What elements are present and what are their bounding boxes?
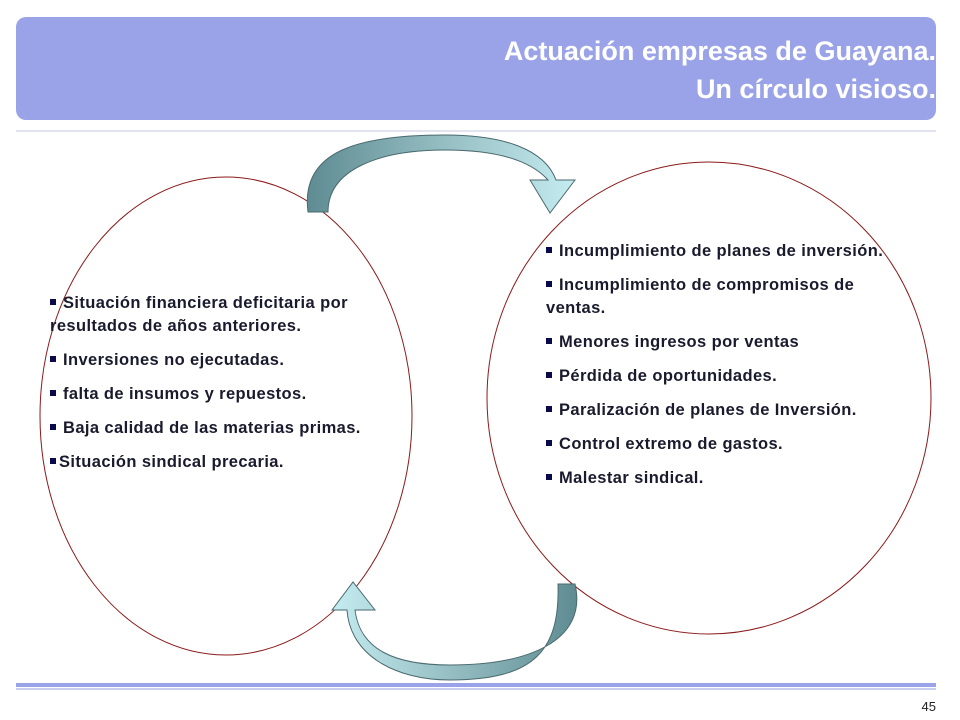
list-item: falta de insumos y repuestos. <box>50 383 385 406</box>
bottom-cycle-arrow <box>331 581 578 681</box>
square-bullet-icon <box>546 473 552 480</box>
page-number: 45 <box>921 699 936 714</box>
left-circle-list: Situación financiera deficitaria por res… <box>50 292 385 485</box>
square-bullet-icon <box>546 405 552 412</box>
square-bullet-icon <box>50 298 56 305</box>
list-item: Inversiones no ejecutadas. <box>50 349 385 372</box>
slide-title-line-2: Un círculo visioso. <box>695 74 936 104</box>
square-bullet-icon <box>546 371 552 378</box>
top-cycle-arrow <box>306 134 577 214</box>
list-item: Malestar sindical. <box>546 467 906 490</box>
list-item: Control extremo de gastos. <box>546 433 906 456</box>
square-bullet-icon <box>50 423 56 430</box>
left-ellipse <box>39 176 413 656</box>
right-circle-list: Incumplimiento de planes de inversión. I… <box>546 240 906 501</box>
slide-title-line-1: Actuación empresas de Guayana. <box>503 36 936 66</box>
footer-bar <box>16 683 936 687</box>
square-bullet-icon <box>50 457 56 464</box>
list-item: Incumplimiento de planes de inversión. <box>546 240 906 263</box>
title-bar <box>16 17 936 120</box>
square-bullet-icon <box>546 246 552 253</box>
footer-bar-shadow <box>16 688 936 690</box>
square-bullet-icon <box>546 280 552 287</box>
list-item: Situación financiera deficitaria por res… <box>50 294 348 335</box>
square-bullet-icon <box>546 439 552 446</box>
list-item: Incumplimiento de compromisos de ventas. <box>546 276 855 317</box>
title-divider <box>16 130 936 132</box>
right-ellipse <box>486 161 932 635</box>
square-bullet-icon <box>546 337 552 344</box>
square-bullet-icon <box>50 355 56 362</box>
list-item: Menores ingresos por ventas <box>546 331 906 354</box>
list-item: Situación sindical precaria. <box>50 451 385 474</box>
list-item: Pérdida de oportunidades. <box>546 365 906 388</box>
square-bullet-icon <box>50 389 56 396</box>
list-item: Paralización de planes de Inversión. <box>546 399 906 422</box>
list-item: Baja calidad de las materias primas. <box>50 417 385 440</box>
